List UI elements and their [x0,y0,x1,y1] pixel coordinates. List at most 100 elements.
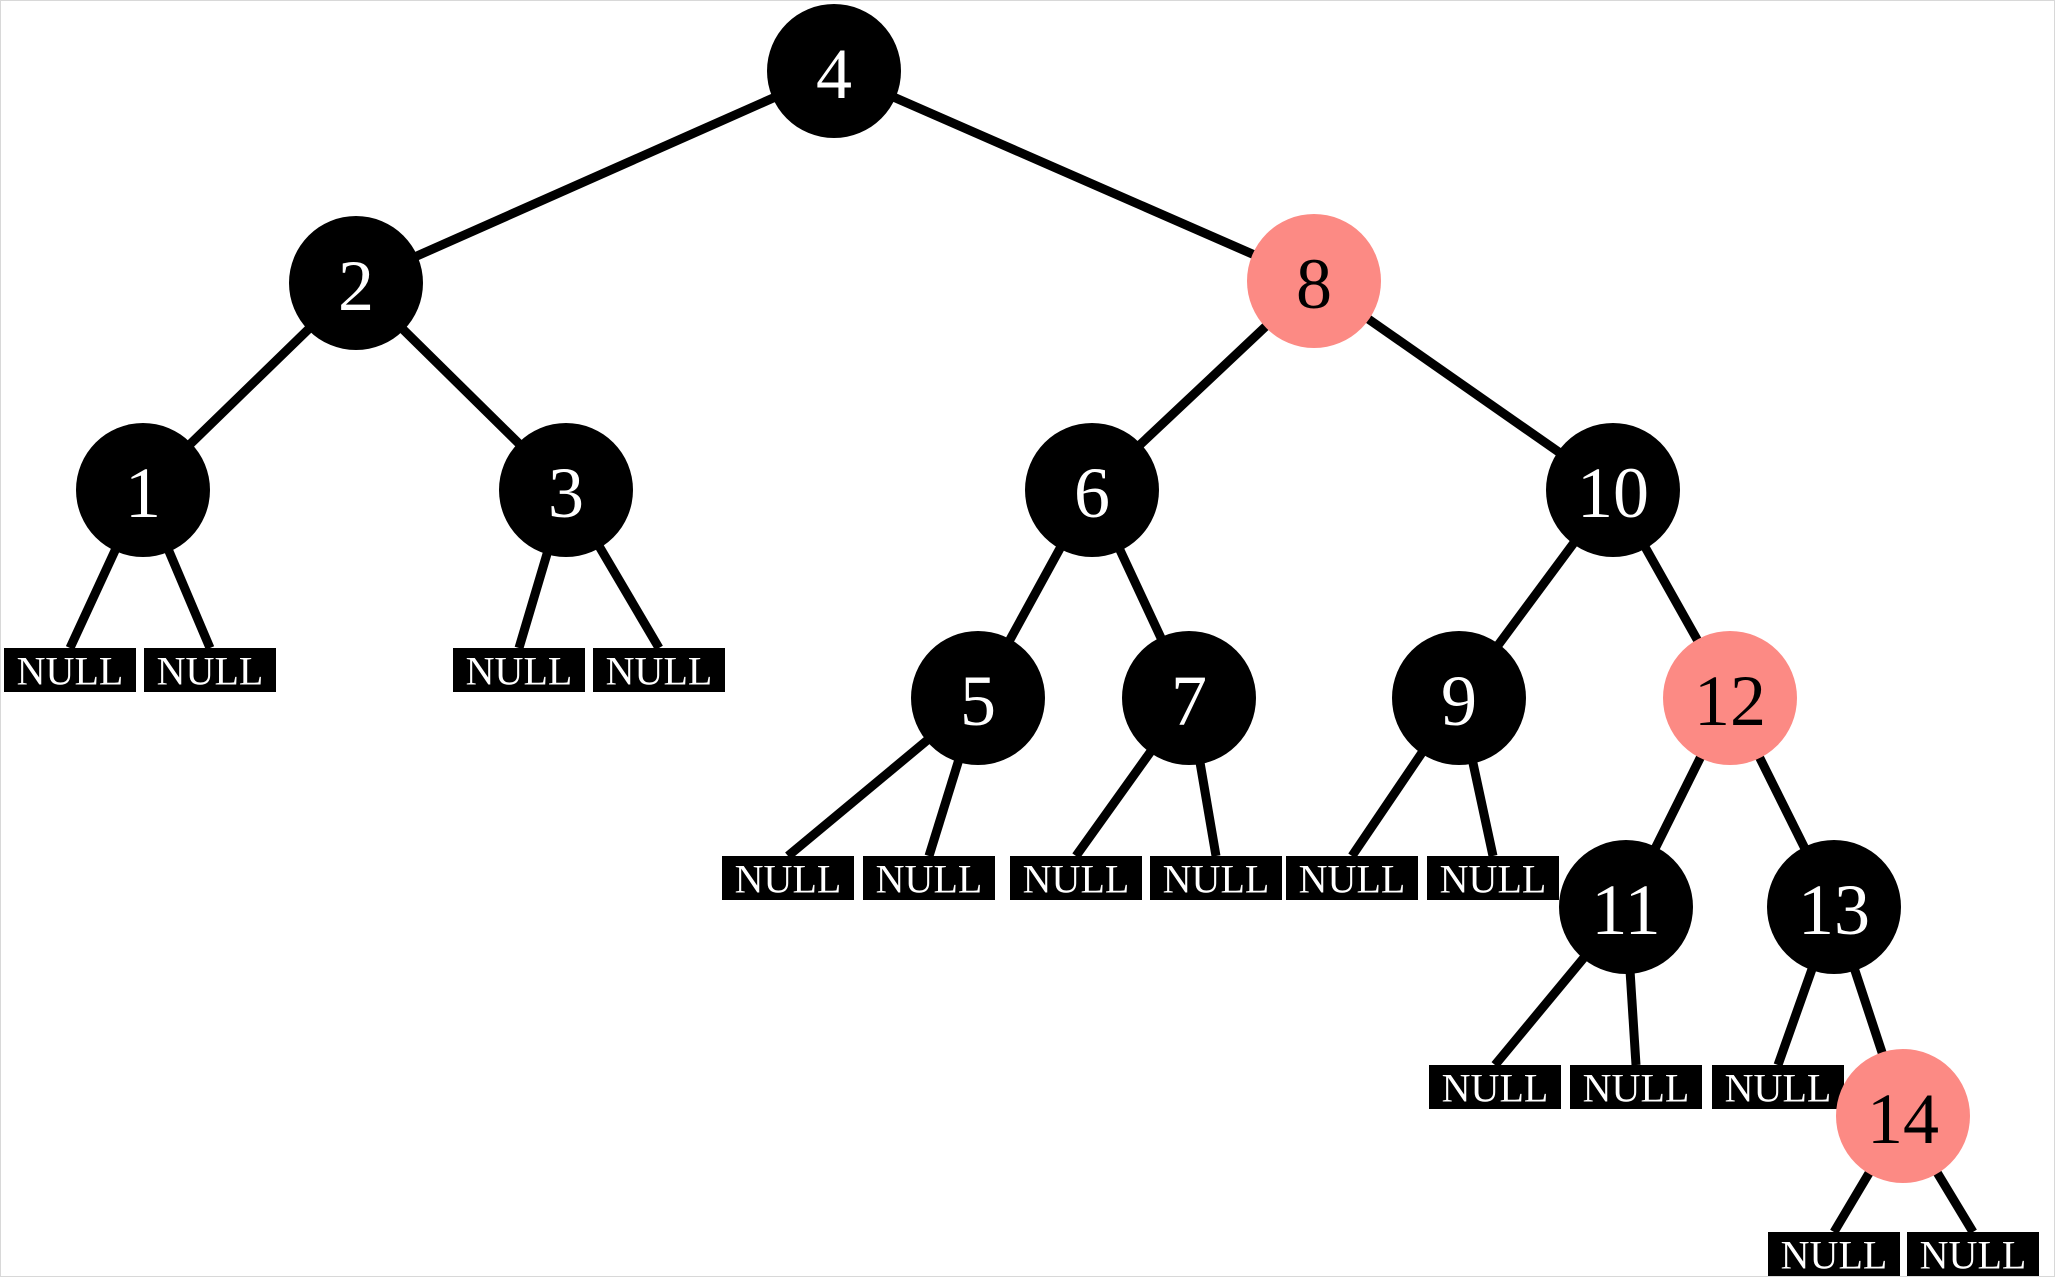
node-circle[interactable] [1663,631,1797,765]
tree-edge [1773,950,1823,1067]
tree-node-5[interactable]: 5 [911,631,1045,765]
null-leaf-label: NULL [1440,857,1547,902]
tree-edge [1632,529,1711,659]
null-leaf: NULL [1010,856,1142,902]
tree-node-13[interactable]: 13 [1767,840,1901,974]
node-circle[interactable] [1247,214,1381,348]
tree-edge [997,530,1073,658]
tree-node-14[interactable]: 14 [1836,1049,1970,1183]
tree-node-9[interactable]: 9 [1392,631,1526,765]
tree-edge [387,313,535,460]
null-leaf-box [722,856,854,900]
node-circle[interactable] [1122,631,1256,765]
tree-edge [1643,739,1713,866]
tree-node-4[interactable]: 4 [767,4,901,138]
tree-edge [785,725,944,860]
null-leaf-box [453,648,585,692]
null-leaf-label: NULL [1920,1233,2027,1277]
tree-edge [398,86,792,268]
null-leaf: NULL [1768,1232,1900,1277]
tree-edge [1747,739,1817,866]
null-leaf-box [1907,1232,2039,1276]
null-leaf-box [1427,856,1559,900]
null-leaf-label: NULL [1725,1066,1832,1111]
node-circle[interactable] [289,216,423,350]
tree-edge [157,532,215,650]
tree-node-11[interactable]: 11 [1559,840,1693,974]
tree-node-1[interactable]: 1 [76,423,210,557]
null-leaf-box [1010,856,1142,900]
tree-edge [1844,951,1893,1072]
null-leaves-layer: NULL NULL NULL NULL NULL NULL NULL NULL NULL NULL… [4,648,2039,1277]
null-leaf-box [1150,856,1282,900]
node-label: 10 [1577,453,1649,533]
null-leaf-label: NULL [1583,1066,1690,1111]
null-leaf-label: NULL [466,649,573,694]
tree-node-12[interactable]: 12 [1663,631,1797,765]
node-label: 11 [1591,870,1660,950]
node-circle[interactable] [499,423,633,557]
node-circle[interactable] [911,631,1045,765]
node-circle[interactable] [76,423,210,557]
node-label: 3 [548,453,584,533]
null-leaf-box [1712,1065,1844,1109]
null-leaf-box [863,856,995,900]
tree-node-3[interactable]: 3 [499,423,633,557]
tree-node-8[interactable]: 8 [1247,214,1381,348]
tree-edge [1124,310,1282,461]
null-leaf-label: NULL [1299,857,1406,902]
node-label: 1 [125,453,161,533]
null-leaf: NULL [4,648,136,694]
tree-node-6[interactable]: 6 [1025,423,1159,557]
null-leaf: NULL [593,648,725,694]
null-leaf-label: NULL [876,857,983,902]
null-leaf-label: NULL [606,649,713,694]
null-leaf: NULL [863,856,995,902]
tree-node-7[interactable]: 7 [1122,631,1256,765]
node-circle[interactable] [1836,1049,1970,1183]
tree-edge [514,534,557,650]
tree-edge [65,531,127,650]
tree-node-2[interactable]: 2 [289,216,423,350]
null-leaf: NULL [1150,856,1282,902]
null-leaf: NULL [144,648,276,694]
null-leaf-label: NULL [735,857,842,902]
node-label: 14 [1867,1079,1939,1159]
node-circle[interactable] [1392,631,1526,765]
tree-node-10[interactable]: 10 [1546,423,1680,557]
null-leaf-label: NULL [1781,1233,1888,1277]
node-circle[interactable] [1025,423,1159,557]
node-circle[interactable] [1546,423,1680,557]
tree-edge [1350,304,1577,467]
null-leaf-label: NULL [1023,857,1130,902]
node-label: 6 [1074,453,1110,533]
node-label: 8 [1296,244,1332,324]
edges-layer [65,86,1977,1235]
null-leaf-label: NULL [1442,1066,1549,1111]
tree-edge [586,529,663,651]
null-leaf-label: NULL [157,649,264,694]
tree-edge [1108,531,1173,657]
null-leaf: NULL [1907,1232,2039,1277]
null-leaf: NULL [1427,856,1559,902]
node-label: 5 [960,661,996,741]
node-circle[interactable] [1559,840,1693,974]
node-circle[interactable] [1767,840,1901,974]
tree-edge [876,86,1272,266]
null-leaf-box [144,648,276,692]
null-leaf-box [4,648,136,692]
tree-edge [1491,941,1599,1068]
node-label: 7 [1171,661,1207,741]
null-leaf-box [1286,856,1418,900]
null-leaf-label: NULL [17,649,124,694]
node-label: 2 [338,246,374,326]
node-circle[interactable] [767,4,901,138]
tree-edge [1072,734,1165,859]
node-label: 9 [1441,661,1477,741]
null-leaf-label: NULL [1163,857,1270,902]
null-leaf-box [1429,1065,1561,1109]
tree-edge [1484,526,1588,662]
tree-edge [174,313,325,460]
